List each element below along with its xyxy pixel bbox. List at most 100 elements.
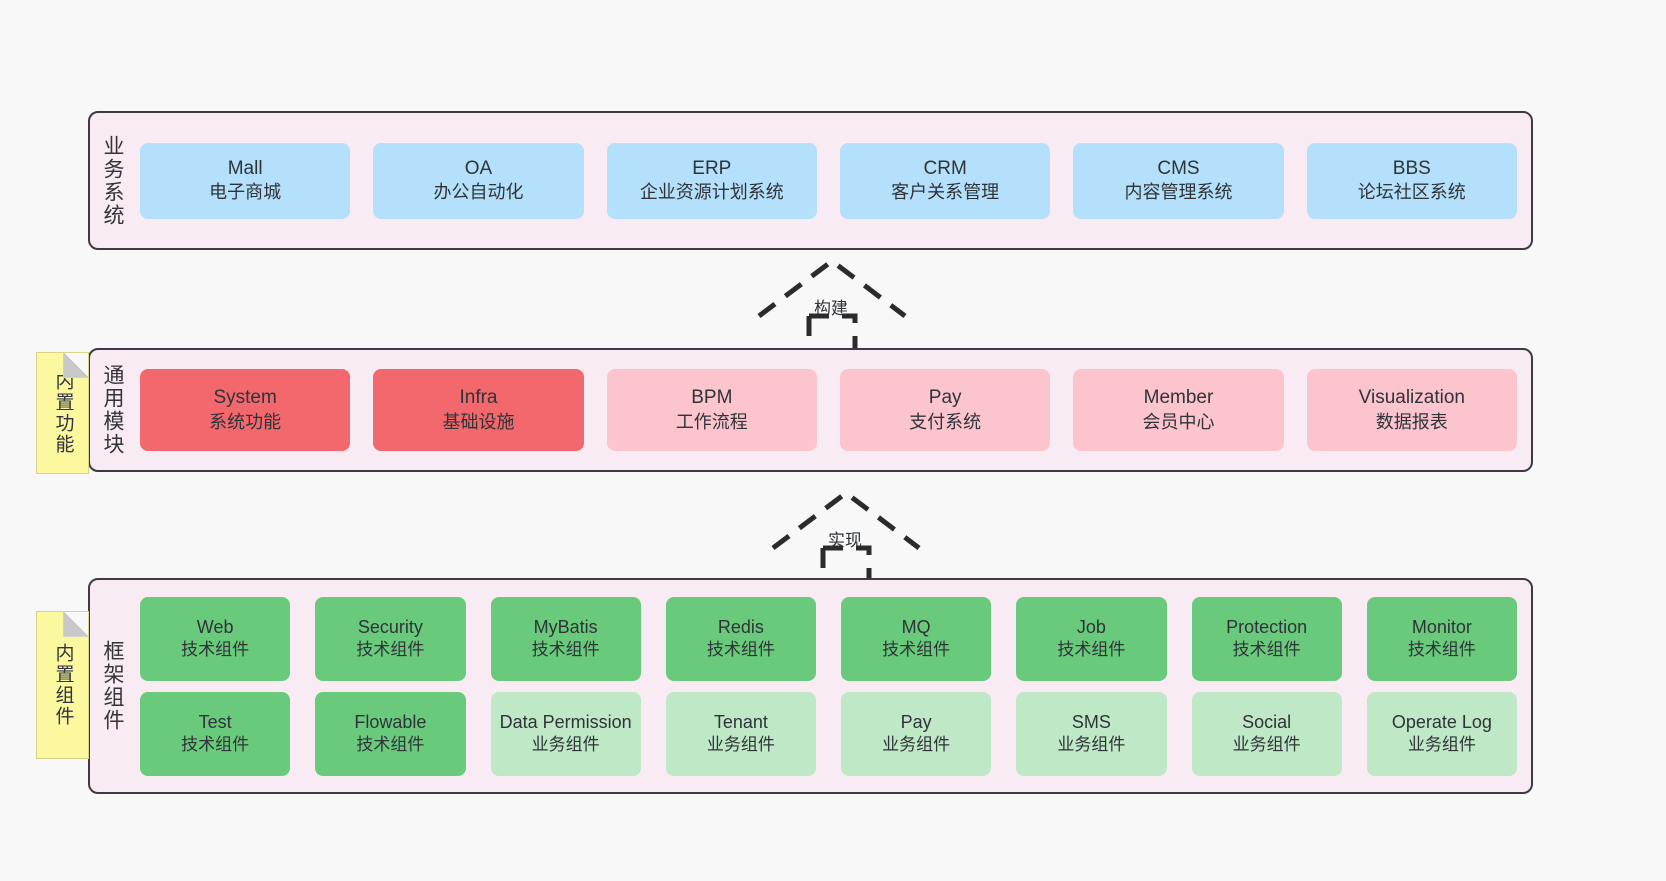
card-bbs-desc: 论坛社区系统 (1357, 182, 1466, 203)
note-builtin-function-label: 内置功能 (52, 371, 74, 455)
card-oa[interactable]: OA 办公自动化 (373, 142, 584, 219)
card-system-name: System (213, 387, 277, 409)
card-security-desc: 技术组件 (356, 640, 425, 660)
card-sms-desc: 业务组件 (1057, 735, 1126, 755)
card-crm-desc: 客户关系管理 (891, 182, 1000, 203)
connector-build-label: 构建 (814, 299, 848, 318)
card-social-name: Social (1242, 712, 1292, 733)
card-mall-desc: 电子商城 (209, 182, 282, 203)
card-visualization-name: Visualization (1358, 387, 1465, 409)
layer-framework-components: 框架组件 Web 技术组件 Security 技术组件 MyBatis 技术组件… (88, 578, 1533, 794)
card-test-name: Test (198, 712, 232, 733)
card-crm-name: CRM (923, 157, 967, 179)
connector-realize: 实现 (771, 489, 921, 582)
card-crm[interactable]: CRM 客户关系管理 (839, 142, 1051, 219)
card-mybatis[interactable]: MyBatis 技术组件 (490, 596, 641, 681)
card-visualization[interactable]: Visualization 数据报表 (1306, 369, 1517, 451)
card-operate-log-desc: 业务组件 (1407, 735, 1476, 755)
card-redis-desc: 技术组件 (706, 640, 775, 660)
card-member-desc: 会员中心 (1142, 411, 1215, 432)
card-job-name: Job (1076, 617, 1106, 638)
card-bpm[interactable]: BPM 工作流程 (606, 369, 817, 451)
card-pay-module-name: Pay (928, 387, 962, 409)
card-web-desc: 技术组件 (181, 640, 250, 660)
card-monitor[interactable]: Monitor 技术组件 (1366, 596, 1517, 681)
card-mq-name: MQ (901, 617, 931, 638)
card-cms[interactable]: CMS 内容管理系统 (1073, 142, 1284, 219)
layer-business-system-body: Mall 电子商城 OA 办公自动化 ERP 企业资源计划系统 CRM 客户关系… (134, 113, 1531, 248)
card-sms-name: SMS (1071, 712, 1111, 733)
card-sms[interactable]: SMS 业务组件 (1016, 691, 1167, 776)
card-infra-desc: 基础设施 (442, 411, 515, 432)
card-system[interactable]: System 系统功能 (140, 369, 351, 451)
card-tenant-name: Tenant (713, 712, 768, 733)
card-operate-log-name: Operate Log (1391, 712, 1492, 733)
card-flowable-desc: 技术组件 (356, 735, 425, 755)
card-social[interactable]: Social 业务组件 (1191, 691, 1342, 776)
card-monitor-name: Monitor (1411, 617, 1472, 638)
card-pay-module-desc: 支付系统 (909, 411, 982, 432)
card-tenant[interactable]: Tenant 业务组件 (665, 691, 816, 776)
card-tenant-desc: 业务组件 (706, 735, 775, 755)
card-bbs-name: BBS (1392, 157, 1431, 179)
card-erp-name: ERP (692, 157, 732, 179)
connector-build: 构建 (757, 257, 907, 350)
card-member[interactable]: Member 会员中心 (1073, 369, 1284, 451)
layer-framework-components-body: Web 技术组件 Security 技术组件 MyBatis 技术组件 Redi… (134, 580, 1531, 792)
note-builtin-component-label: 内置组件 (52, 643, 74, 727)
card-flowable[interactable]: Flowable 技术组件 (315, 691, 466, 776)
card-cms-desc: 内容管理系统 (1124, 182, 1233, 203)
layer-common-modules-title: 通用模块 (101, 364, 125, 456)
card-web[interactable]: Web 技术组件 (140, 596, 291, 681)
card-pay-component[interactable]: Pay 业务组件 (841, 691, 992, 776)
card-infra-name: Infra (459, 387, 498, 409)
card-redis[interactable]: Redis 技术组件 (665, 596, 816, 681)
card-web-name: Web (196, 617, 234, 638)
card-pay-component-desc: 业务组件 (882, 735, 951, 755)
card-mybatis-desc: 技术组件 (531, 640, 600, 660)
card-job-desc: 技术组件 (1057, 640, 1126, 660)
card-infra[interactable]: Infra 基础设施 (373, 369, 584, 451)
card-oa-name: OA (464, 157, 493, 179)
card-operate-log[interactable]: Operate Log 业务组件 (1366, 691, 1517, 776)
card-bpm-desc: 工作流程 (675, 411, 748, 432)
card-mq-desc: 技术组件 (882, 640, 951, 660)
card-cms-name: CMS (1157, 157, 1200, 179)
card-member-name: Member (1143, 387, 1214, 409)
card-protection[interactable]: Protection 技术组件 (1191, 596, 1342, 681)
card-protection-name: Protection (1226, 617, 1308, 638)
note-builtin-component: 内置组件 (36, 611, 89, 759)
card-visualization-desc: 数据报表 (1375, 411, 1448, 432)
layer-common-modules: 通用模块 System 系统功能 Infra 基础设施 BPM 工作流程 Pay… (88, 348, 1533, 472)
card-security-name: Security (357, 617, 423, 638)
card-pay-component-name: Pay (900, 712, 932, 733)
card-erp-desc: 企业资源计划系统 (639, 182, 784, 203)
layer-business-system-row: Mall 电子商城 OA 办公自动化 ERP 企业资源计划系统 CRM 客户关系… (140, 142, 1517, 219)
connector-realize-label: 实现 (828, 531, 862, 550)
card-bbs[interactable]: BBS 论坛社区系统 (1306, 142, 1517, 219)
card-flowable-name: Flowable (354, 712, 427, 733)
layer-framework-components-title: 框架组件 (101, 640, 125, 732)
card-mall-name: Mall (227, 157, 263, 179)
card-monitor-desc: 技术组件 (1407, 640, 1476, 660)
card-data-permission[interactable]: Data Permission 业务组件 (490, 691, 641, 776)
card-social-desc: 业务组件 (1232, 735, 1301, 755)
card-oa-desc: 办公自动化 (433, 182, 524, 203)
layer-business-system-title: 业务系统 (101, 134, 125, 227)
card-redis-name: Redis (717, 617, 764, 638)
card-security[interactable]: Security 技术组件 (315, 596, 466, 681)
card-system-desc: 系统功能 (209, 411, 282, 432)
card-erp[interactable]: ERP 企业资源计划系统 (606, 142, 817, 219)
note-builtin-function: 内置功能 (36, 352, 89, 474)
layer-common-modules-row: System 系统功能 Infra 基础设施 BPM 工作流程 Pay 支付系统… (140, 369, 1517, 451)
card-pay-module[interactable]: Pay 支付系统 (839, 369, 1051, 451)
card-job[interactable]: Job 技术组件 (1016, 596, 1167, 681)
card-test[interactable]: Test 技术组件 (140, 691, 291, 776)
card-bpm-name: BPM (691, 387, 733, 409)
layer-framework-components-row-business: Test 技术组件 Flowable 技术组件 Data Permission … (140, 691, 1517, 776)
card-mall[interactable]: Mall 电子商城 (140, 142, 351, 219)
card-mybatis-name: MyBatis (533, 617, 598, 638)
card-data-permission-name: Data Permission (499, 712, 632, 733)
card-mq[interactable]: MQ 技术组件 (841, 596, 992, 681)
